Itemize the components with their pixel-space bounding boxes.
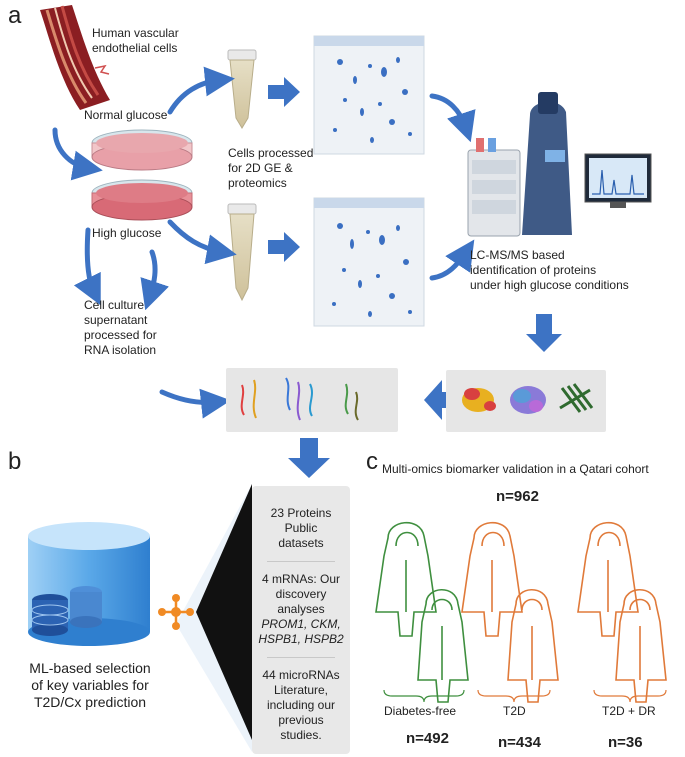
lcms-instrument [467, 92, 652, 237]
figure-t2d-2 [507, 589, 559, 703]
mrna-line2: discovery analyses [275, 587, 327, 616]
figure-t2d-1 [461, 521, 523, 637]
cohort-total: n=962 [496, 488, 539, 505]
mirna-line4: previous [278, 713, 324, 727]
figure-t2d-dr-2 [615, 589, 667, 703]
flow-arrows-thin [52, 66, 476, 419]
mirna-line2: Literature, [273, 683, 329, 697]
cohort-title: Multi-omics biomarker validation in a Qa… [382, 462, 649, 476]
brace-t2d [477, 689, 551, 703]
tube-normal [227, 49, 257, 129]
proteins-line2: Public [284, 521, 318, 535]
mrna-genes-1-text: PROM1, CKM, [261, 617, 341, 631]
rna-box [226, 368, 398, 432]
gel-normal [313, 35, 425, 155]
mrna-line1: 4 mRNAs: Our [261, 572, 340, 586]
mirna-line3: including our [266, 698, 336, 712]
panel-letter-c: c [366, 448, 378, 475]
figure-diabetes-free-1 [375, 521, 437, 637]
group-n-t2d: n=434 [498, 734, 541, 751]
arrow-down-to-b [288, 438, 330, 478]
tube-high [227, 203, 257, 302]
group-label-diabetes-free: Diabetes-free [384, 704, 457, 718]
figure-t2d-dr-1 [577, 521, 639, 637]
arrow-down-lcms [526, 314, 562, 352]
normal-glucose-dish [91, 129, 193, 171]
cells-processed-label: Cells processed for 2D GE & proteomics [228, 146, 314, 190]
group-n-diabetes-free: n=492 [406, 730, 449, 747]
high-glucose-dish [91, 179, 193, 221]
proteins-line3: datasets [278, 536, 324, 550]
funnel-black [196, 484, 252, 740]
block-arrows [268, 77, 562, 478]
mrna-genes-2-text: HSPB1, HSPB2 [258, 632, 344, 646]
brace-diabetes-free [383, 689, 465, 703]
group-label-t2d-dr: T2D + DR [602, 704, 656, 718]
mrna-genes-2: HSPB1, HSPB2 [252, 632, 350, 647]
mirna-line5: studies. [280, 728, 322, 742]
database-cylinder [28, 522, 150, 646]
brace-t2d-dr [593, 689, 667, 703]
group-n-t2d-dr: n=36 [608, 734, 643, 751]
mirna-line1: 44 microRNAs [262, 668, 340, 682]
panel-letter-b: b [8, 448, 22, 475]
lcms-label: LC-MS/MS based identification of protein… [470, 248, 629, 292]
variables-card: 23 Proteins Public datasets 4 mRNAs: Our… [252, 486, 350, 754]
card-divider-1 [266, 561, 336, 562]
mrna-genes-1: PROM1, CKM, [252, 617, 350, 632]
blood-vessel-illustration [40, 5, 110, 110]
protein-box [446, 370, 606, 432]
ml-label: ML-based selection of key variables for … [29, 660, 151, 710]
supernatant-label: Cell culture supernatant processed for R… [84, 298, 157, 357]
panel-letter-a: a [8, 2, 22, 29]
gel-high [313, 197, 425, 327]
proteins-line1: 23 Proteins [270, 506, 332, 520]
endothelial-label: Human vascular endothelial cells [92, 26, 179, 55]
high-glucose-label: High glucose [92, 226, 162, 240]
arrow-tube-to-gel-normal [268, 77, 300, 107]
arrow-tube-to-gel-high [268, 232, 300, 262]
figure-diabetes-free-2 [417, 589, 469, 703]
group-label-t2d: T2D [503, 704, 526, 718]
normal-glucose-label: Normal glucose [84, 108, 168, 122]
card-divider-2 [266, 657, 336, 658]
arrow-left-proteins [424, 380, 456, 420]
